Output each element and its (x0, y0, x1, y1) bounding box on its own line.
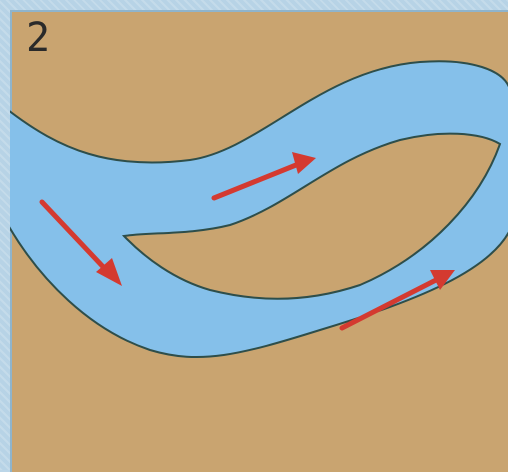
diagram-frame: 2 (0, 0, 508, 470)
river-meander-diagram (0, 0, 508, 470)
